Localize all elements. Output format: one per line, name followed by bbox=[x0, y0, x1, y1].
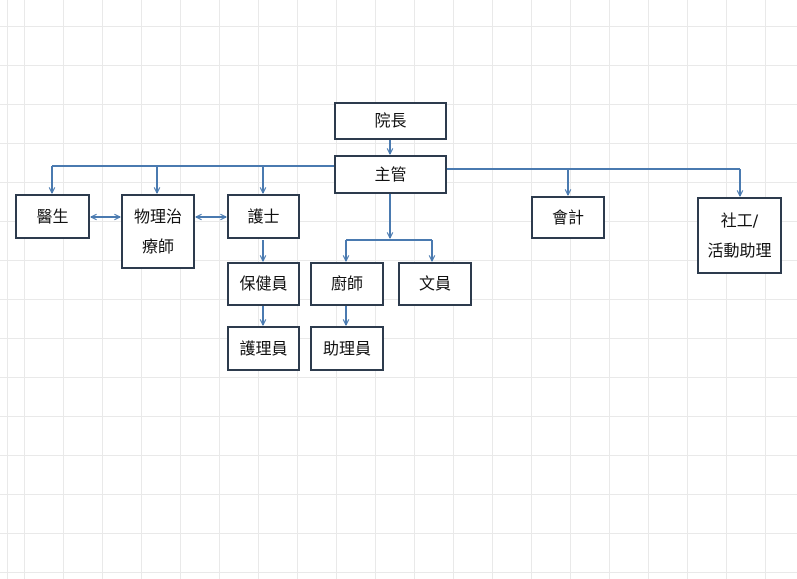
node-caregiver-label: 護理員 bbox=[239, 338, 288, 358]
node-director-label: 院長 bbox=[374, 111, 407, 130]
node-doctor-label: 醫生 bbox=[36, 206, 69, 226]
node-chef: 廚師 bbox=[310, 262, 384, 306]
node-chef-label: 廚師 bbox=[330, 274, 363, 293]
node-physio-label-line1: 物理治 bbox=[133, 206, 182, 226]
node-supervisor-label: 主管 bbox=[374, 164, 407, 184]
node-physio-label-line2: 療師 bbox=[141, 236, 174, 256]
node-caregiver: 護理員 bbox=[227, 326, 300, 371]
node-social-worker: 社工/ 活動助理 bbox=[697, 197, 782, 274]
node-nurse-label: 護士 bbox=[247, 206, 280, 226]
node-supervisor: 主管 bbox=[334, 155, 447, 194]
node-social-worker-label-line2: 活動助理 bbox=[707, 240, 772, 260]
node-accountant: 會計 bbox=[531, 196, 605, 239]
node-clerk-label: 文員 bbox=[418, 274, 451, 293]
node-director: 院長 bbox=[334, 102, 447, 140]
node-kitchen-assistant-label: 助理員 bbox=[322, 338, 371, 358]
node-physio: 物理治 療師 bbox=[121, 194, 195, 269]
node-nurse: 護士 bbox=[227, 194, 300, 239]
node-doctor: 醫生 bbox=[15, 194, 90, 239]
node-accountant-label: 會計 bbox=[551, 207, 584, 227]
node-kitchen-assistant: 助理員 bbox=[310, 326, 384, 371]
node-health-worker: 保健員 bbox=[227, 262, 300, 306]
node-social-worker-label-line1: 社工/ bbox=[720, 210, 759, 230]
node-health-worker-label: 保健員 bbox=[239, 274, 288, 293]
node-clerk: 文員 bbox=[398, 262, 472, 306]
